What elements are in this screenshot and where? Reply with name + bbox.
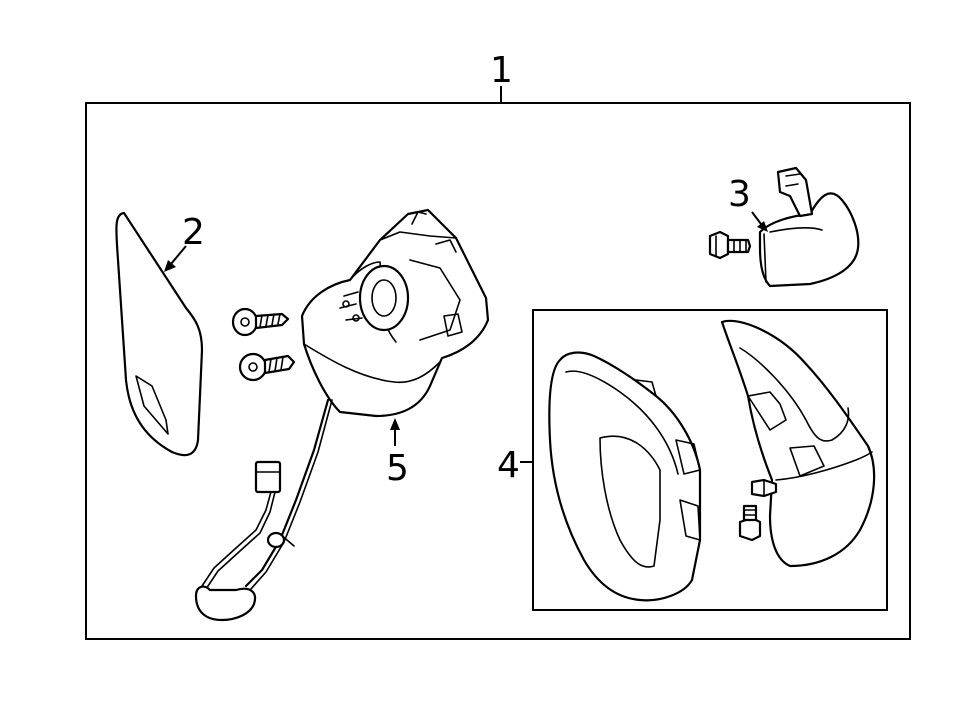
callout-5-label: 5 (386, 448, 409, 489)
mirror-frame-part (548, 351, 702, 602)
wire-harness (194, 398, 333, 622)
actuator-part (300, 208, 490, 418)
cover-bolt-part (738, 504, 762, 542)
callout-2-arrowhead (164, 260, 176, 272)
callout-2-label: 2 (182, 212, 205, 253)
screw-upper (231, 307, 290, 337)
bolt-part (708, 230, 752, 260)
turn-signal-lamp-part (758, 166, 860, 288)
cover-clip-part (750, 478, 778, 498)
callout-3-arrowhead (757, 221, 768, 232)
cover-set-frame (532, 309, 888, 611)
callout-5-arrowhead (390, 418, 400, 430)
screw-lower (238, 352, 296, 382)
callout-1-label: 1 (490, 50, 513, 91)
mirror-glass-part (115, 211, 204, 457)
callout-3-label: 3 (728, 174, 751, 215)
mirror-cover-part (720, 319, 876, 568)
callout-4-label: 4 (497, 445, 520, 486)
assembly-frame (85, 102, 911, 640)
